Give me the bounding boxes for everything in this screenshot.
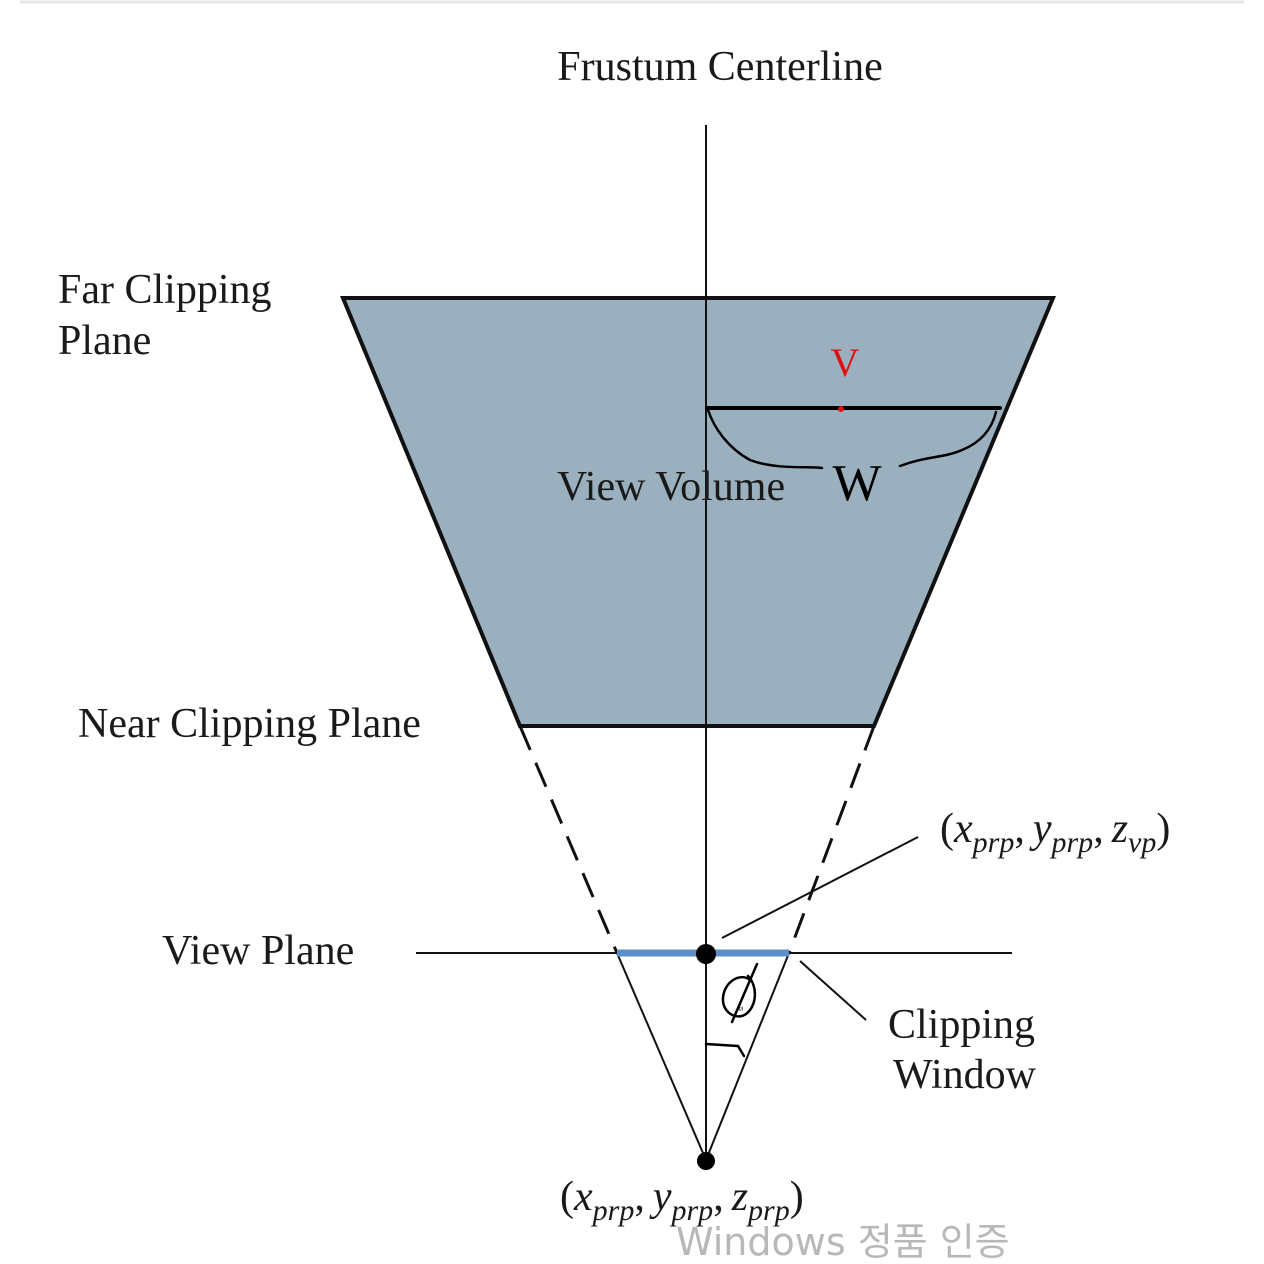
far-clipping-plane-label-line2: Plane	[58, 318, 151, 364]
phi-annotation: Ø	[739, 1007, 744, 1013]
projection-reference-point-label: (xprp,yprp,zprp)	[560, 1174, 804, 1227]
right-angle-mark	[704, 1042, 746, 1058]
clipping-window-label-line1: Clipping	[888, 1002, 1035, 1048]
clipping-window-label-line2: Window	[893, 1052, 1037, 1098]
view-plane-point-label: (xprp,yprp,zvp)	[940, 806, 1170, 859]
clipping-window-leader	[799, 960, 867, 1021]
red-v-annotation: V	[831, 340, 860, 385]
w-annotation: W	[832, 455, 881, 512]
view-plane-point-dot	[696, 944, 716, 964]
right-dashed-extension	[787, 725, 876, 954]
view-volume-label: View Volume	[557, 464, 785, 510]
right-projection-ray	[705, 952, 790, 1161]
windows-activation-watermark: Windows 정품 인증	[676, 1220, 1010, 1264]
handwritten-annotations	[704, 406, 1002, 1058]
far-clipping-plane-label-line1: Far Clipping	[58, 267, 272, 313]
view-volume-frustum	[340, 296, 1057, 728]
projection-reference-point-dot	[697, 1152, 715, 1170]
left-dashed-extension	[518, 725, 619, 954]
view-plane-label: View Plane	[162, 928, 354, 974]
left-brace-stroke	[706, 408, 824, 470]
near-clipping-plane-label: Near Clipping Plane	[78, 701, 421, 747]
right-brace-stroke	[898, 410, 998, 468]
view-plane-point-leader	[721, 836, 919, 939]
left-projection-ray	[616, 952, 707, 1161]
frustum-centerline-label: Frustum Centerline	[557, 44, 882, 90]
red-dot-annotation	[838, 406, 844, 412]
phi-stroke	[721, 962, 759, 1024]
